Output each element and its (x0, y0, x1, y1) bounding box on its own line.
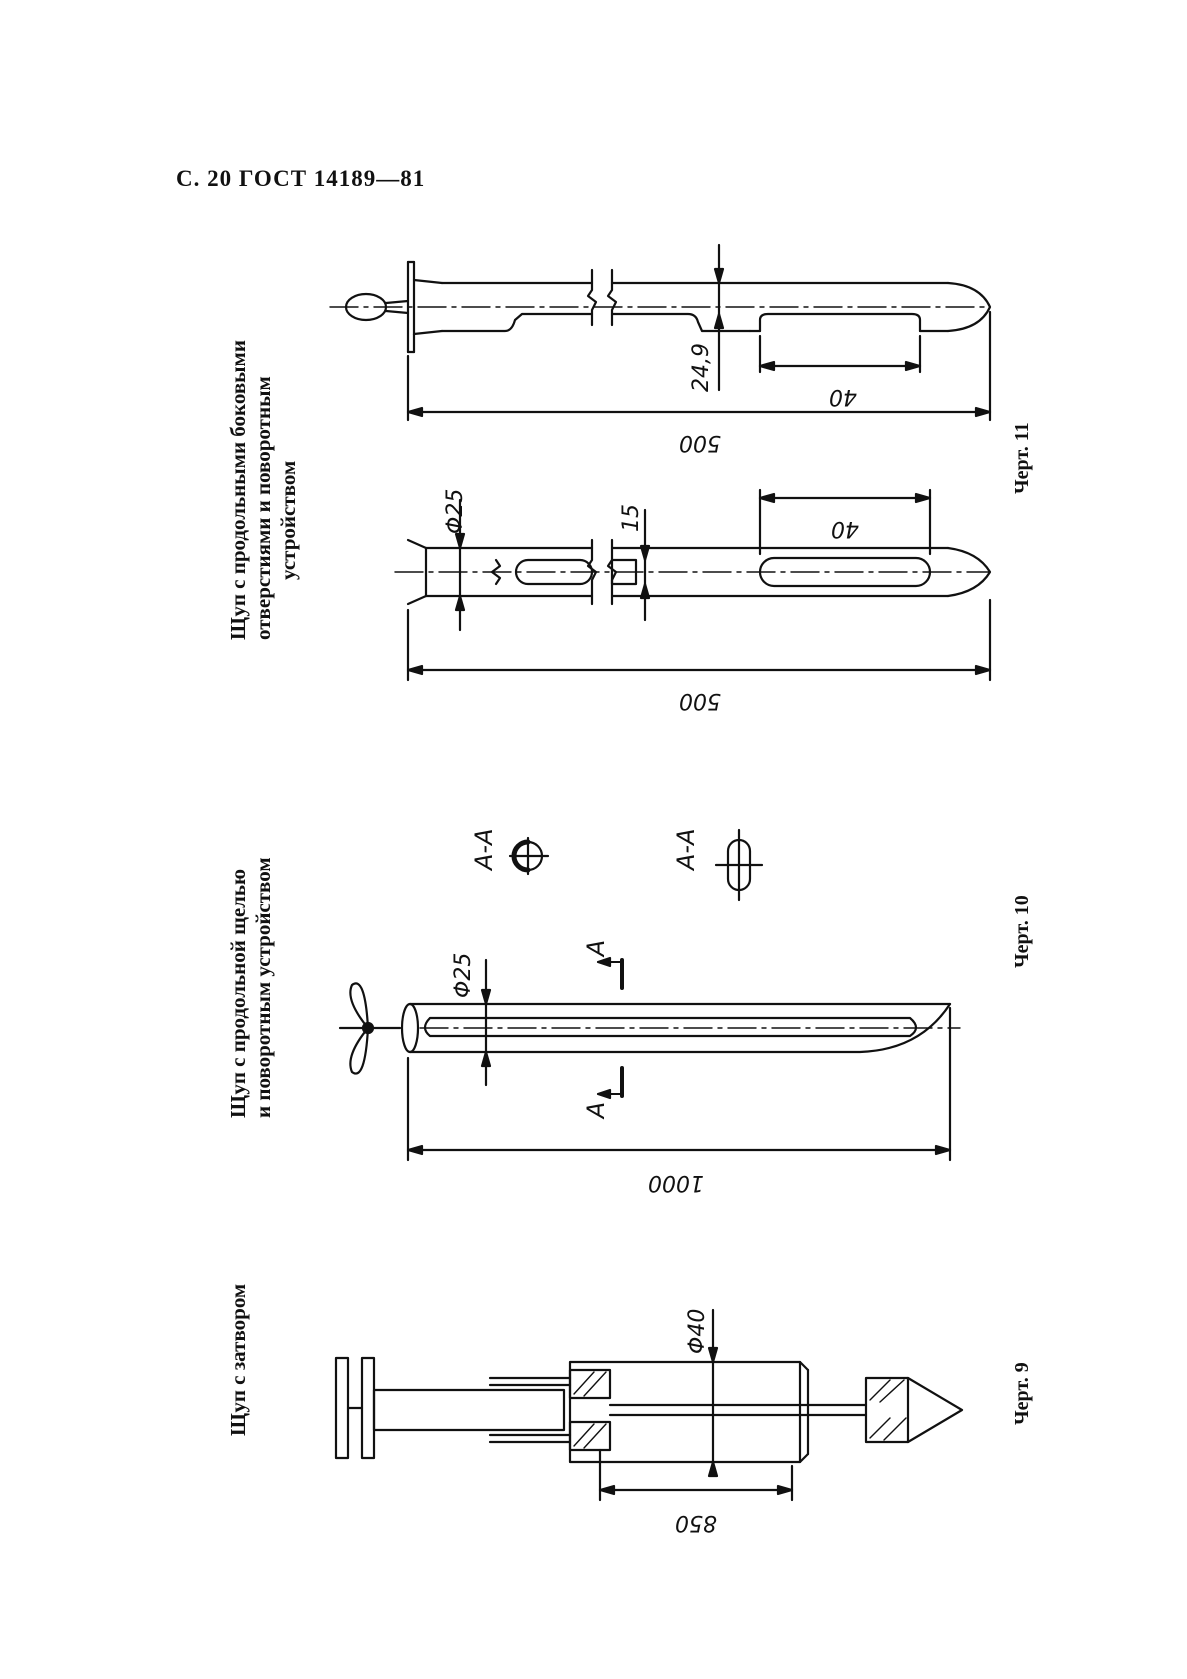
page-header: С. 20 ГОСТ 14189—81 (176, 166, 426, 191)
dim-fig11-length-bottom: 500 (679, 688, 721, 713)
section-mark-a-top: A (582, 940, 610, 958)
dim-fig11-diameter: Φ25 (443, 489, 468, 534)
fig11-bottom-drawing (394, 488, 992, 682)
dim-fig10-length: 1000 (648, 1170, 704, 1195)
section-mark-a-bottom: A (582, 1102, 610, 1120)
dim-fig11-length-top: 500 (679, 430, 721, 455)
fig11-top-drawing (329, 243, 992, 422)
dim-fig11-slot-top: 40 (829, 384, 857, 409)
dim-fig11-height-top: 24,9 (689, 343, 714, 392)
dim-fig11-width: 15 (619, 504, 644, 532)
section-view-2 (714, 828, 764, 902)
section-label-1: А-А (470, 829, 498, 873)
fig9-drawing (334, 1308, 964, 1502)
dim-fig9-length: 850 (675, 1510, 717, 1535)
section-view-1 (508, 836, 550, 876)
section-label-2: А-А (672, 829, 700, 873)
dim-fig11-slot-bottom: 40 (831, 516, 859, 541)
dim-fig9-diameter: Φ40 (685, 1309, 710, 1354)
fig10-drawing (338, 828, 961, 1162)
dim-fig10-diameter: Φ25 (451, 953, 476, 998)
